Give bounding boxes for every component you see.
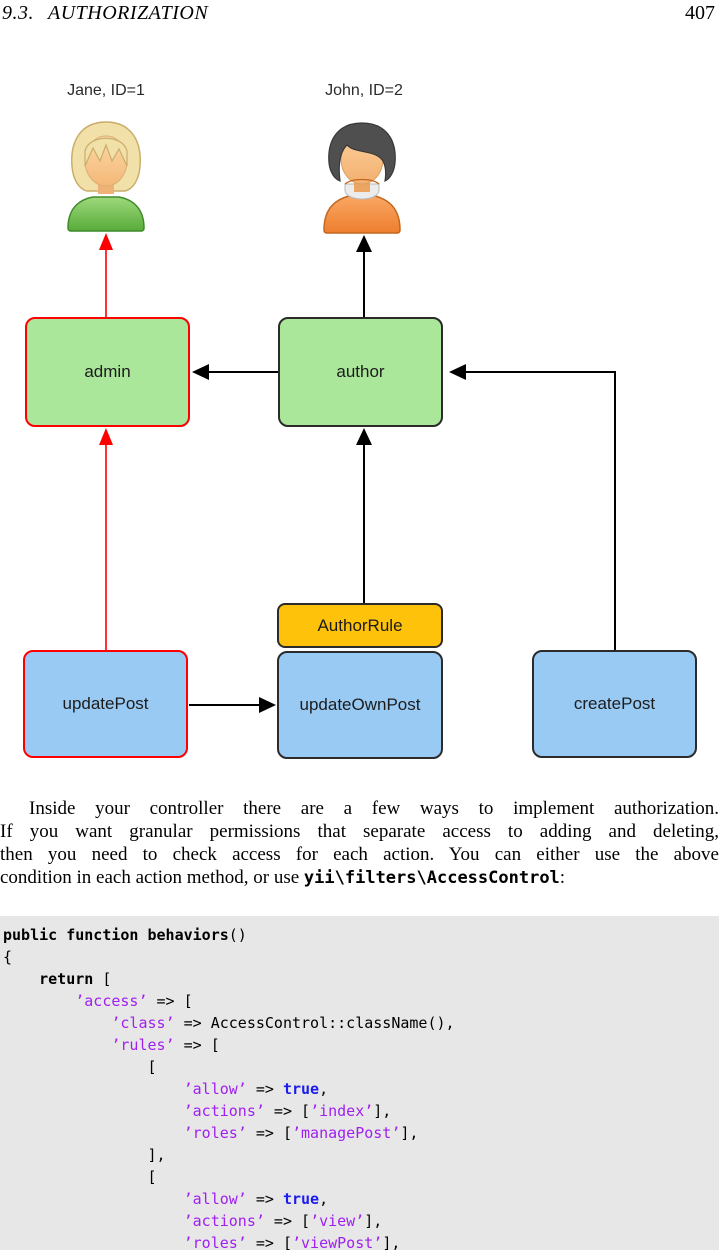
code-line: ’roles’ => [’viewPost’], [183,1234,401,1250]
permission-node-updateownpost-label: updateOwnPost [299,695,421,714]
john-label: John, ID=2 [325,82,403,99]
code-line: ’allow’ => true, [183,1190,329,1208]
rule-node-authorrule-label: AuthorRule [317,615,403,635]
arrow-author-to-john [356,235,372,317]
john-avatar [323,122,401,234]
permission-node-updateownpost: updateOwnPost [277,651,443,759]
arrow-updateownpost-to-author [356,428,372,603]
paragraph-line: condition in each action method, or use … [0,866,719,890]
jane-avatar [67,121,145,232]
code-line: ’allow’ => true, [183,1080,329,1098]
code-line: ’access’ => [ [75,992,193,1010]
section-title: AUTHORIZATION [48,2,209,24]
code-line: ’actions’ => [’view’], [183,1212,383,1230]
code-line: public function behaviors() [3,926,247,944]
code-line: ’actions’ => [’index’], [183,1102,392,1120]
arrow-admin-to-jane [99,233,113,317]
role-node-author-label: author [336,362,385,381]
arrow-updatepost-to-admin [99,428,113,650]
code-line: { [3,948,13,966]
paragraph-line: Inside your controller there are a few w… [29,798,719,819]
inline-code-accesscontrol: yii\filters\AccessControl [303,868,560,888]
rule-node-authorrule: AuthorRule [277,603,443,648]
code-lines: public function behaviors() { return [ ’a… [3,924,719,1250]
permission-node-updatepost-label: updatePost [62,694,149,713]
paragraph-text: condition in each action method, or use [0,867,304,888]
permission-node-createpost: createPost [532,650,697,758]
page-number: 407 [685,2,715,24]
code-line: ’class’ => AccessControl::className(), [111,1014,455,1032]
code-line: ’roles’ => [’managePost’], [183,1124,419,1142]
php-code-block: public function behaviors() { return [ ’a… [0,916,719,1250]
arrow-author-to-admin [192,364,278,380]
permission-node-createpost-label: createPost [573,694,656,713]
section-number: 9.3. [2,2,34,24]
arrow-updatepost-to-updateownpost [189,697,276,713]
section-heading: 9.3. AUTHORIZATION [2,2,208,24]
role-node-author: author [278,317,443,427]
code-line: ’rules’ => [ [111,1036,220,1054]
code-line: [ [3,1168,157,1186]
code-line: [ [3,1058,157,1076]
role-node-admin: admin [25,317,190,427]
permission-node-updatepost: updatePost [23,650,188,758]
body-paragraph: Inside your controller there are a few w… [0,797,719,890]
paragraph-line: If you want granular permissions that se… [0,821,719,842]
paragraph-line: then you need to check access for each a… [0,844,719,865]
paragraph-text: : [559,867,566,888]
code-line: return [ [39,970,112,988]
rbac-diagram: Jane, ID=1 John, ID=2 [0,60,719,795]
arrow-createpost-to-author [449,364,616,650]
code-line: ], [3,1146,166,1164]
jane-label: Jane, ID=1 [67,82,145,99]
diagram-arrows [99,233,616,713]
page-header: 9.3. AUTHORIZATION 407 [2,2,717,30]
role-node-admin-label: admin [84,362,131,381]
